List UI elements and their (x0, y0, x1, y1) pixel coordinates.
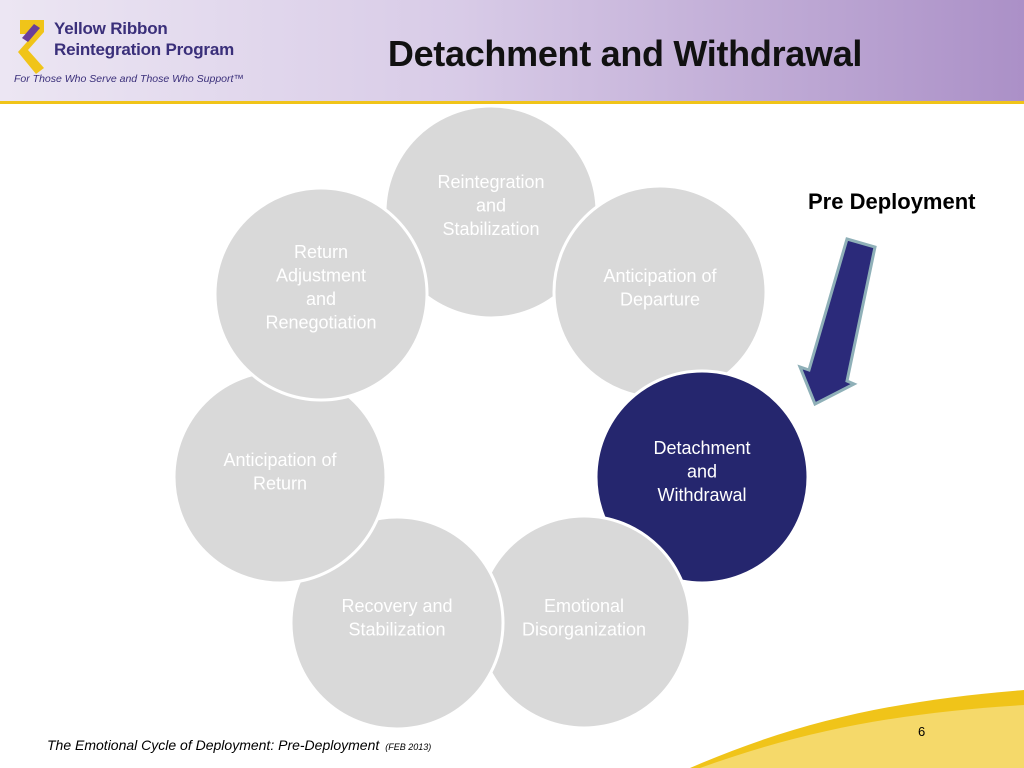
cycle-node-label-line: Return (253, 474, 307, 494)
footer-caption: The Emotional Cycle of Deployment: Pre-D… (47, 737, 431, 753)
cycle-node-label-line: Adjustment (276, 266, 366, 286)
cycle-node-label-line: and (687, 462, 717, 482)
cycle-node-circle (213, 186, 429, 402)
program-logo: Yellow Ribbon Reintegration Program For … (10, 10, 260, 92)
cycle-node-label-line: Withdrawal (657, 485, 746, 505)
cycle-node-circle (594, 369, 810, 585)
cycle-node-label-line: Detachment (653, 438, 750, 458)
footer-caption-text: The Emotional Cycle of Deployment: Pre-D… (47, 737, 380, 753)
page-number: 6 (918, 724, 926, 739)
cycle-node-anticipation-of-return: Anticipation of Return (172, 369, 388, 585)
header-banner: Yellow Ribbon Reintegration Program For … (0, 0, 1024, 104)
logo-tagline: For Those Who Serve and Those Who Suppor… (14, 73, 244, 85)
ribbon-logo-icon (18, 20, 44, 74)
cycle-node-label-line: Stabilization (348, 620, 445, 640)
cycle-node-label-line: Renegotiation (265, 313, 376, 333)
cycle-node-label-line: Return (294, 242, 348, 262)
footer-date: (FEB 2013) (385, 742, 432, 752)
slide-title: Detachment and Withdrawal (387, 33, 863, 74)
cycle-node-label: Anticipation of Departure (603, 266, 717, 310)
cycle-node-label-line: Reintegration (437, 172, 544, 192)
cycle-node-label-line: Anticipation of (603, 266, 717, 286)
down-arrow-icon (797, 237, 877, 407)
cycle-node-label-line: Stabilization (442, 219, 539, 239)
cycle-node-label-line: Anticipation of (223, 450, 337, 470)
cycle-node-circle (289, 515, 505, 731)
cycle-node-label-line: Emotional (544, 596, 624, 616)
cycle-node-label-line: Disorganization (522, 620, 646, 640)
cycle-node-label: Anticipation of Return (223, 450, 337, 494)
cycle-node-label-line: Recovery and (341, 596, 452, 616)
cycle-node-label-line: Departure (620, 290, 700, 310)
pre-deployment-label: Pre Deployment (808, 189, 976, 214)
cycle-node-label-line: and (476, 196, 506, 216)
cycle-node-label-line: and (306, 289, 336, 309)
cycle-node-anticipation-of-departure: Anticipation of Departure (552, 184, 768, 400)
logo-name-line2: Reintegration Program (54, 40, 234, 59)
logo-name-line1: Yellow Ribbon (54, 19, 168, 38)
